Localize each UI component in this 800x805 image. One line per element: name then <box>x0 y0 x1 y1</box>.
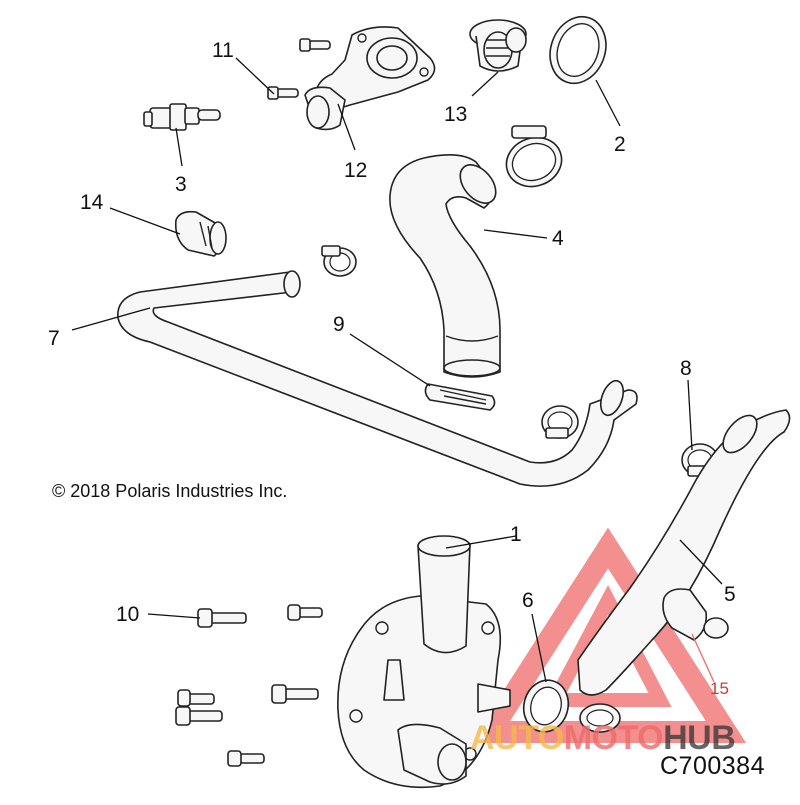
leader-8 <box>687 379 693 451</box>
coolant-tube-7 <box>117 270 638 487</box>
leader-14 <box>109 207 181 235</box>
leader-lines <box>71 57 723 683</box>
callout-10: 10 <box>116 603 140 626</box>
seal-ring-2 <box>549 15 607 85</box>
callout-9: 9 <box>333 313 345 336</box>
diagram-code: C700384 <box>660 752 765 780</box>
temperature-sensor <box>143 103 221 131</box>
hose-clamp-7-lower <box>541 405 579 439</box>
leader-4 <box>483 229 548 239</box>
leader-11 <box>235 57 275 95</box>
hose-clamp-upper <box>505 125 563 188</box>
thermostat <box>469 19 527 72</box>
leader-12 <box>337 103 356 151</box>
callout-14: 14 <box>80 191 104 214</box>
callout-4: 4 <box>552 227 564 250</box>
leader-9 <box>349 333 431 387</box>
thermostat-housing <box>304 26 436 131</box>
fitting-14 <box>174 210 227 257</box>
upper-hose-4 <box>389 154 501 378</box>
hose-clamp-15 <box>662 588 729 641</box>
bolt-10-f <box>227 750 265 767</box>
watermark-part-moto: MOTO <box>563 719 664 757</box>
leader-13 <box>471 71 499 97</box>
leader-2 <box>595 79 621 127</box>
bolt-10-a <box>197 608 247 628</box>
callout-13: 13 <box>444 103 468 126</box>
seal-ring-6 <box>522 679 570 733</box>
leader-7 <box>71 307 151 331</box>
callout-3: 3 <box>175 173 187 196</box>
bolt-10-c <box>271 684 319 704</box>
callout-6: 6 <box>522 589 534 612</box>
callout-2: 2 <box>614 133 626 156</box>
leader-3 <box>175 127 183 167</box>
leader-10 <box>147 613 201 619</box>
leader-6 <box>531 613 547 683</box>
hose-clamp-9 <box>424 383 496 411</box>
watermark-text: AUTOMOTOHUB <box>470 719 736 758</box>
hose-clamp-lower <box>579 703 621 733</box>
callout-11: 11 <box>212 39 234 62</box>
callout-15: 15 <box>710 679 729 698</box>
copyright-text: © 2018 Polaris Industries Inc. <box>52 481 288 501</box>
callout-7: 7 <box>48 327 60 350</box>
water-pump-1 <box>337 535 511 789</box>
bolt-10-e <box>175 706 223 726</box>
bolt-11-top <box>299 38 331 52</box>
leader-5 <box>679 539 723 585</box>
watermark-part-auto: AUTO <box>470 719 564 757</box>
watermark-part-hub: HUB <box>663 719 736 757</box>
lower-hose-5 <box>577 409 791 696</box>
callout-8: 8 <box>680 357 692 380</box>
bolt-10-d <box>177 689 215 707</box>
hose-clamp-7-upper <box>321 245 357 277</box>
callout-12: 12 <box>344 159 368 182</box>
callout-5: 5 <box>724 583 736 606</box>
leader-15 <box>691 633 715 683</box>
leader-1 <box>445 535 517 549</box>
callout-1: 1 <box>510 523 522 546</box>
bolt-10-b <box>287 604 323 621</box>
